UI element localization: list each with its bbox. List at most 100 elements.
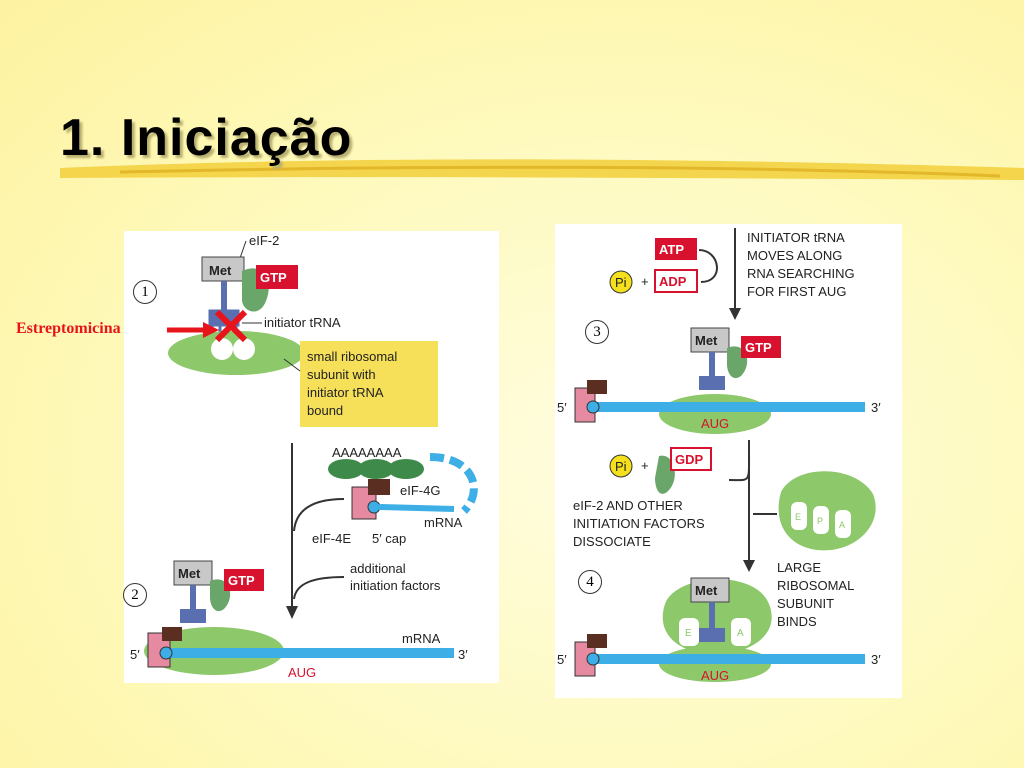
site-e-label: E bbox=[685, 628, 692, 639]
site-a-label: A bbox=[737, 628, 744, 639]
ribosome-site-p bbox=[813, 506, 829, 534]
five-prime-label: 5′ bbox=[130, 647, 140, 662]
poly-a-label: AAAAAAAA bbox=[332, 445, 402, 460]
additional-label: initiation factors bbox=[350, 578, 441, 593]
cap-circle bbox=[586, 652, 600, 666]
ribosome-site bbox=[233, 338, 255, 360]
trna-stem bbox=[709, 602, 715, 628]
box-line: subunit with bbox=[307, 367, 376, 382]
right-diagram-panel: ATP Pi + ADP INITIATOR tRNA MOVES ALONG … bbox=[555, 224, 902, 698]
met-label: Met bbox=[209, 263, 232, 278]
eif2-blob bbox=[655, 455, 675, 494]
pabp-protein bbox=[358, 459, 394, 479]
dissociate-text: DISSOCIATE bbox=[573, 534, 651, 549]
mrna-loop bbox=[429, 453, 478, 514]
inhibition-arrowhead bbox=[203, 322, 219, 338]
block-x-icon bbox=[214, 309, 248, 343]
box-line: bound bbox=[307, 403, 343, 418]
site-p-label: P bbox=[817, 516, 823, 526]
cap-label: 5′ cap bbox=[372, 531, 406, 546]
eif4g-protein bbox=[587, 380, 607, 394]
ribosome-site-a bbox=[835, 510, 851, 538]
pi-label: Pi bbox=[615, 459, 627, 474]
ribosome-site bbox=[211, 338, 233, 360]
met-label: Met bbox=[178, 566, 201, 581]
eif4g-protein bbox=[368, 479, 390, 495]
initiation-diagram-left: eIF-2 Met GTP initiator tRNA small ribos… bbox=[130, 233, 478, 680]
ribosome-site-a bbox=[731, 618, 751, 646]
large-subunit-text: SUBUNIT bbox=[777, 596, 834, 611]
flow-arrowhead bbox=[743, 560, 755, 572]
three-prime-label: 3′ bbox=[871, 652, 881, 667]
atp-arrow bbox=[698, 249, 718, 283]
eif4g-label: eIF-4G bbox=[400, 483, 440, 498]
large-subunit-text: LARGE bbox=[777, 560, 821, 575]
scan-text: MOVES ALONG bbox=[747, 248, 842, 263]
aug-label: AUG bbox=[701, 416, 729, 431]
trna-stem bbox=[709, 352, 715, 376]
step-4-marker: 4 bbox=[578, 570, 602, 594]
mrna-strand bbox=[378, 504, 455, 512]
pi-circle bbox=[609, 270, 633, 294]
mrna-label: mRNA bbox=[424, 515, 463, 530]
gtp-box bbox=[224, 569, 264, 591]
site-e-label: E bbox=[795, 512, 801, 522]
pabp-protein bbox=[328, 459, 364, 479]
trna-body bbox=[699, 628, 725, 642]
gtp-label: GTP bbox=[745, 340, 772, 355]
five-prime-label: 5′ bbox=[557, 652, 567, 667]
flow-arrowhead bbox=[286, 606, 298, 619]
met-box bbox=[690, 327, 730, 353]
gtp-label: GTP bbox=[260, 270, 287, 285]
cap-circle bbox=[367, 500, 381, 514]
step-2-marker: 2 bbox=[123, 583, 147, 607]
site-a-label: A bbox=[839, 520, 845, 530]
cap-circle bbox=[586, 400, 600, 414]
pi-label: Pi bbox=[615, 275, 627, 290]
large-subunit-text: RIBOSOMAL bbox=[777, 578, 854, 593]
inhibition-marker bbox=[167, 309, 248, 343]
slide-title: 1. Iniciação bbox=[60, 109, 353, 167]
gtp-box bbox=[256, 265, 298, 289]
eif4e-label: eIF-4E bbox=[312, 531, 351, 546]
met-box bbox=[201, 256, 245, 282]
scan-text: RNA SEARCHING bbox=[747, 266, 855, 281]
trna-body bbox=[699, 376, 725, 390]
met-label: Met bbox=[695, 583, 718, 598]
gtp-label: GTP bbox=[228, 573, 255, 588]
left-diagram-panel: eIF-2 Met GTP initiator tRNA small ribos… bbox=[124, 231, 499, 683]
adp-box bbox=[654, 269, 698, 293]
plus-sign: + bbox=[641, 274, 649, 289]
additional-label: additional bbox=[350, 561, 406, 576]
trna-stem bbox=[221, 281, 227, 311]
gdp-box bbox=[670, 447, 712, 471]
initiation-diagram-right: ATP Pi + ADP INITIATOR tRNA MOVES ALONG … bbox=[557, 228, 881, 683]
flow-arrowhead bbox=[729, 308, 741, 320]
atp-box bbox=[655, 238, 697, 260]
atp-label: ATP bbox=[659, 242, 684, 257]
aug-label: AUG bbox=[701, 668, 729, 683]
info-box bbox=[300, 341, 438, 427]
aug-label: AUG bbox=[288, 665, 316, 680]
ribosome-site-e bbox=[791, 502, 807, 530]
step-1-marker: 1 bbox=[133, 280, 157, 304]
gtp-box bbox=[741, 336, 781, 358]
initiator-trna-label: initiator tRNA bbox=[264, 315, 341, 330]
step-3-marker: 3 bbox=[585, 320, 609, 344]
scan-text: INITIATOR tRNA bbox=[747, 230, 845, 245]
plus-sign: + bbox=[641, 458, 649, 473]
met-label: Met bbox=[695, 333, 718, 348]
mrna-label: mRNA bbox=[402, 631, 441, 646]
box-line: initiator tRNA bbox=[307, 385, 384, 400]
scan-text: FOR FIRST AUG bbox=[747, 284, 846, 299]
streptomycin-label: Estreptomicina bbox=[16, 320, 121, 337]
eif4g-protein bbox=[587, 634, 607, 648]
dissociate-arrow bbox=[728, 449, 751, 482]
gdp-label: GDP bbox=[675, 452, 704, 467]
dissociate-text: INITIATION FACTORS bbox=[573, 516, 705, 531]
pi-circle bbox=[609, 454, 633, 478]
merge-arrow bbox=[293, 498, 345, 532]
eif2-label: eIF-2 bbox=[249, 233, 279, 248]
dissociate-text: eIF-2 AND OTHER bbox=[573, 498, 683, 513]
